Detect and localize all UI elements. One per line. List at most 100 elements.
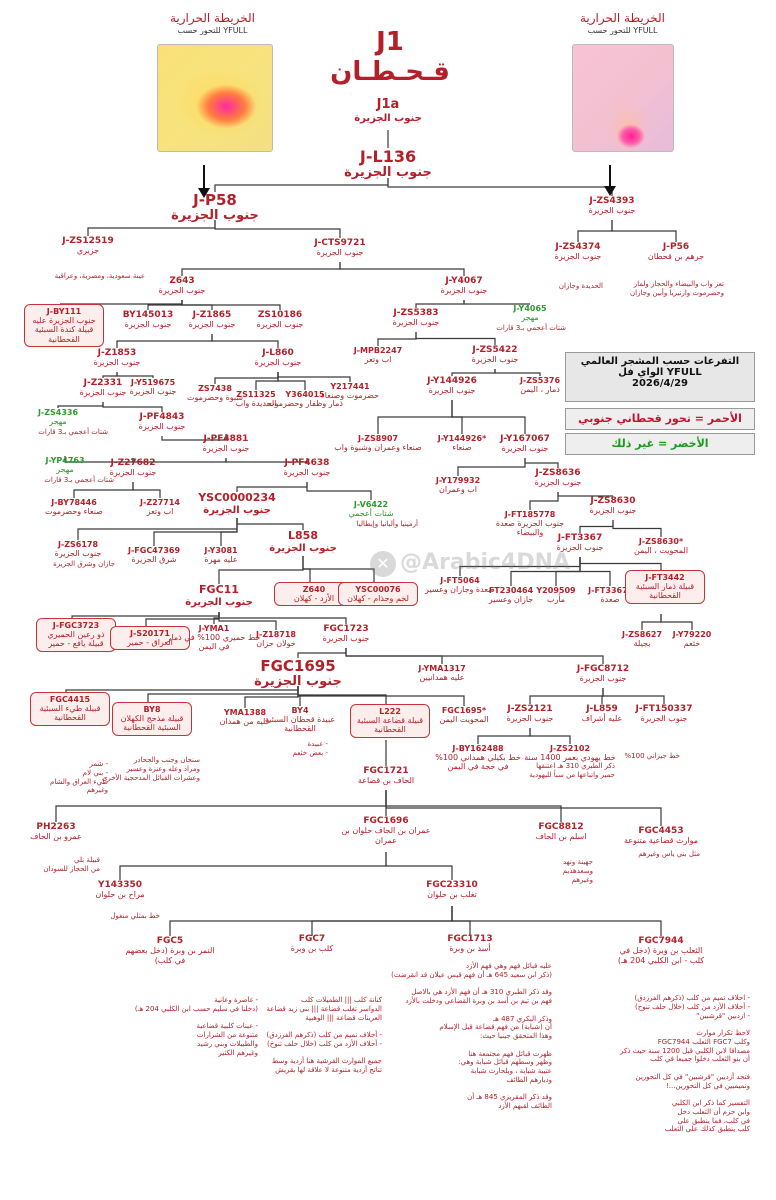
map-left-title: الخريطة الحرارية للتحور حسب YFULL bbox=[169, 11, 256, 36]
note-yp4763n: شتات أعجمي بـ3 قارات bbox=[44, 476, 114, 484]
note-fgc4453n: مثل بني ياس وغيرهم bbox=[638, 850, 700, 858]
node-code: J-ZS6178 bbox=[57, 540, 99, 549]
node-label: جنوب الجزيرة bbox=[185, 596, 253, 608]
note-fgc5n: - غاضرة وعانية (دخلنا في سليم حسب ابن ال… bbox=[134, 996, 258, 1057]
main-title: J1 قـحـطـان bbox=[330, 27, 450, 87]
note-zs12519n: عينة سعودية، ومصرية، وعراقية bbox=[54, 272, 145, 280]
node-label: شبوة وحضرموت bbox=[186, 393, 244, 403]
tree-edge bbox=[415, 332, 496, 345]
node-code: Z643 bbox=[169, 276, 195, 286]
heat-map-left bbox=[157, 44, 273, 152]
node-code: J-Z27714 bbox=[140, 498, 180, 507]
node-label: المحويت اليمن bbox=[439, 715, 489, 725]
heat-map-right bbox=[572, 44, 674, 152]
node-code: J-ZS4393 bbox=[589, 196, 635, 206]
tree-edge bbox=[602, 688, 665, 704]
tree-edge bbox=[377, 332, 417, 346]
note-y4065n: شتات أعجمي بـ3 قارات bbox=[496, 324, 566, 332]
note-v6422n: أرمينيا وألبانيا وإيطاليا bbox=[356, 520, 418, 528]
node-code: J-Y3081 bbox=[204, 546, 238, 555]
node-code: FGC1721 bbox=[363, 766, 409, 776]
node-label: جنوب الجزيرة bbox=[93, 358, 141, 368]
node-label: اسلم بن الحاف bbox=[535, 832, 587, 842]
node-label: خط يهودي بعمر 1400 سنة bbox=[524, 753, 616, 763]
node-code: J-ZS4336 bbox=[37, 408, 79, 417]
node-code: J-L859 bbox=[586, 704, 618, 714]
node-label: جنوب الجزيرة bbox=[254, 674, 342, 690]
tree-edge bbox=[64, 456, 134, 463]
node-code: J-Z1853 bbox=[97, 348, 137, 358]
node-code: J-FGC8712 bbox=[576, 664, 630, 674]
node-code: J-L860 bbox=[262, 348, 294, 358]
node-label: اب وتعز bbox=[146, 507, 174, 517]
node-code: J-PF4881 bbox=[203, 434, 249, 444]
node-code: J-Z2331 bbox=[83, 378, 123, 388]
tree-edge bbox=[529, 728, 571, 744]
node-label: عليه أشراف bbox=[581, 714, 623, 724]
node-code: J-ZS12519 bbox=[62, 236, 114, 246]
tree-edge bbox=[529, 492, 559, 510]
node-label: جنوب الجزيرة عليه قبيلة كندة السبئية الق… bbox=[32, 316, 96, 344]
node-label: جنوب الجزيرة bbox=[588, 206, 636, 216]
tree-edge bbox=[119, 852, 387, 880]
node-code: J-Y519675 bbox=[130, 378, 176, 387]
note-fgc4415n: - شمر - بني لام طيء العراق والشام وغيرهم bbox=[49, 760, 108, 795]
node-code: J-Y4067 bbox=[445, 276, 483, 286]
node-label: جنوب الجزيرة bbox=[202, 444, 250, 454]
tree-edge bbox=[451, 369, 496, 376]
tree-edge bbox=[494, 369, 541, 376]
node-code: J-ZS2121 bbox=[507, 704, 553, 714]
tree-edge bbox=[557, 492, 613, 497]
node-label: جنوب الجزيرة صعدة والبيضاء bbox=[495, 519, 565, 538]
node-code: BY8 bbox=[143, 705, 161, 714]
node-code: J-FT3442 bbox=[645, 573, 685, 582]
node-label: اب وعمران bbox=[438, 485, 478, 495]
node-label: عمران بن الحاف حلوان بن عمران bbox=[341, 826, 431, 845]
node-code: YMA1388 bbox=[223, 708, 267, 717]
node-label: جنوب الجزيرة bbox=[428, 386, 476, 396]
node-label: صنعاء وعمران وشبوة واب bbox=[334, 443, 422, 453]
node-code: YSC00076 bbox=[355, 585, 401, 594]
node-label: موارث قضاعية متنوعة bbox=[623, 836, 699, 846]
tree-edge bbox=[660, 614, 693, 630]
tree-edge bbox=[579, 557, 662, 570]
note-by8n: سنحان وجنب والجحادر ومراد وعله وعنزة وعس… bbox=[101, 756, 200, 782]
node-label: قبيلة طيء السبئية القحطانية bbox=[39, 704, 101, 723]
node-label: العراق - حمير bbox=[127, 638, 173, 648]
node-code: J-S20171 bbox=[130, 629, 170, 638]
node-code: FGC5 bbox=[156, 936, 184, 946]
node-code: J-FGC3723 bbox=[52, 621, 100, 630]
node-label: جنوب الجزيرة bbox=[354, 112, 422, 124]
note-ft150337n: خط جيزاني 100% bbox=[624, 752, 680, 760]
node-label: شتات أعجمي bbox=[348, 509, 394, 519]
node-code: J-MPB2247 bbox=[353, 346, 403, 355]
